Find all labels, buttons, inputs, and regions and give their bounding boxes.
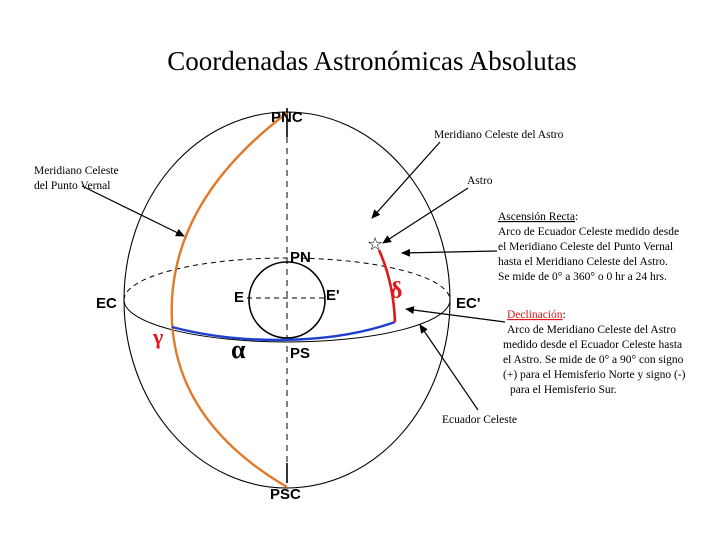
- meridiano-vernal-label-2: del Punto Vernal: [34, 180, 110, 192]
- ec-right-label: EC': [456, 295, 480, 312]
- declinacion-line-1: Arco de Meridiano Celeste del Astro: [507, 324, 676, 336]
- delta-symbol: δ: [390, 278, 402, 304]
- e-left-label: E: [234, 289, 244, 306]
- ascension-line-4: Se mide de 0° a 360° o 0 hr a 24 hrs.: [498, 271, 667, 283]
- meridiano-astro-label: Meridiano Celeste del Astro: [434, 129, 564, 141]
- ascension-title: Ascensión Recta:: [498, 211, 578, 223]
- meridiano-vernal-label-1: Meridiano Celeste: [34, 165, 119, 177]
- declinacion-line-2: medido desde el Ecuador Celeste hasta: [503, 339, 682, 351]
- e-right-label: E': [326, 287, 340, 304]
- vernal-meridian-arc: [172, 113, 287, 487]
- vernal-point-symbol: γ: [152, 324, 163, 349]
- ecuador-celeste-label: Ecuador Celeste: [442, 414, 517, 426]
- arrow-astro: [383, 188, 468, 243]
- ec-left-label: EC: [96, 295, 117, 312]
- arrow-ascension: [402, 251, 497, 253]
- pnc-label: PNC: [271, 109, 303, 126]
- ascension-line-3: hasta el Meridiano Celeste del Astro.: [498, 256, 668, 268]
- declinacion-title: Declinación:: [507, 309, 566, 321]
- arrow-meridian-astro: [372, 142, 440, 218]
- arrow-meridian-vernal: [82, 186, 184, 236]
- arrow-ecuador: [420, 325, 478, 410]
- declinacion-line-5: para el Hemisferio Sur.: [510, 384, 617, 396]
- astro-label: Astro: [467, 175, 493, 187]
- psc-label: PSC: [270, 486, 301, 503]
- star-icon: ☆: [367, 234, 383, 254]
- declinacion-line-3: el Astro. Se mide de 0° a 90° con signo: [503, 354, 684, 366]
- alpha-symbol: α: [231, 335, 246, 364]
- declinacion-line-4: (+) para el Hemisferio Norte y signo (-): [503, 369, 686, 381]
- ascension-line-1: Arco de Ecuador Celeste medido desde: [498, 226, 679, 238]
- page-title: Coordenadas Astronómicas Absolutas: [167, 46, 576, 76]
- ps-label: PS: [290, 345, 310, 362]
- ascension-line-2: el Meridiano Celeste del Punto Vernal: [498, 241, 673, 253]
- pn-label: PN: [290, 249, 311, 266]
